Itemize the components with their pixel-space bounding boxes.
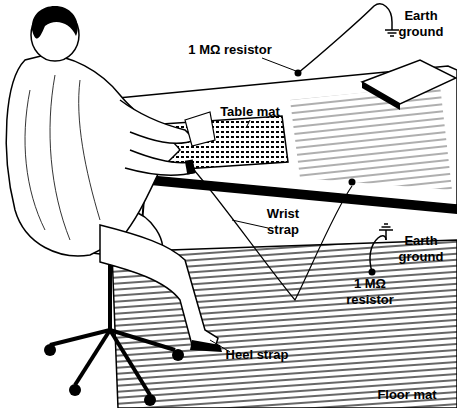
person-arm xyxy=(120,100,195,143)
leader-line xyxy=(232,220,268,228)
chair-casters xyxy=(44,344,184,406)
ground-wire xyxy=(370,236,386,272)
coat-shading xyxy=(25,75,100,240)
snap-connector xyxy=(349,179,356,186)
ground-label: Earth ground xyxy=(391,233,451,265)
earth-ground-symbol xyxy=(385,22,399,36)
book-edge xyxy=(362,82,400,110)
resistor-label: 1 MΩ resistor xyxy=(165,42,295,58)
leader-line xyxy=(262,58,296,71)
book xyxy=(362,60,456,104)
resistor-label: 1 MΩ resistor xyxy=(336,276,404,308)
shoe xyxy=(190,340,222,352)
ground-wire xyxy=(298,4,392,73)
mat-label: Table mat xyxy=(205,104,295,120)
earth-ground-symbol xyxy=(379,224,393,240)
strap-label: Heel strap xyxy=(212,347,302,363)
person-arm xyxy=(125,150,195,175)
wrist-band xyxy=(185,159,195,174)
mat-label: Floor mat xyxy=(362,387,452,403)
wrist-strap-cord xyxy=(194,170,352,300)
paper xyxy=(185,112,215,146)
person-hair xyxy=(32,6,78,38)
person-leg xyxy=(100,225,218,348)
person-torso xyxy=(6,55,180,256)
ground-label: Earth ground xyxy=(391,8,451,40)
desk-grain xyxy=(290,85,452,190)
strap-label: Wrist strap xyxy=(256,206,310,238)
leader-line xyxy=(246,120,250,128)
